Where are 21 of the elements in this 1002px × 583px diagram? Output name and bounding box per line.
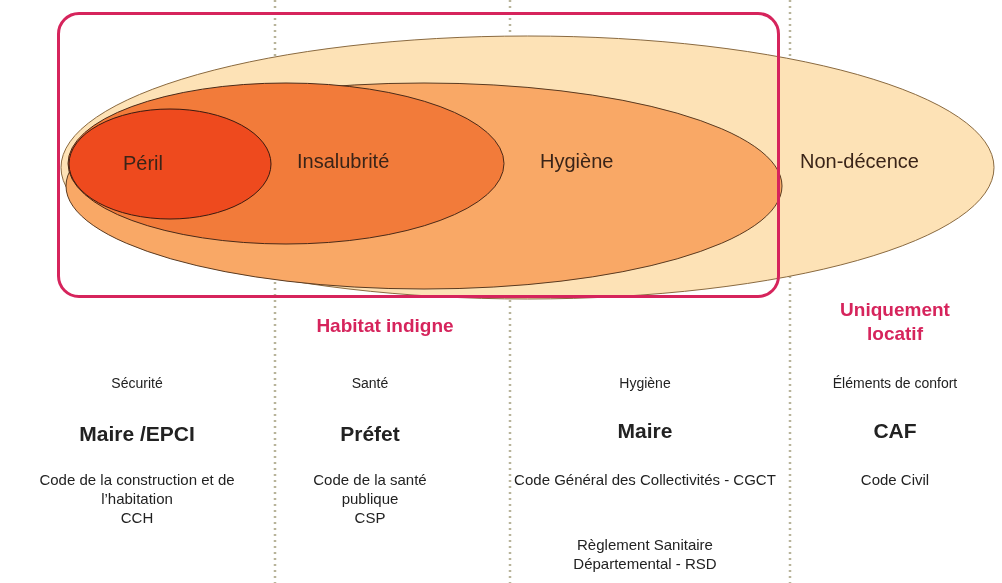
code-abbreviation: CSP	[353, 508, 387, 527]
authority-name: CAF	[872, 419, 918, 443]
authority-name: Maire /EPCI	[78, 422, 196, 446]
code-abbreviation: CCH	[119, 508, 155, 527]
legal-code: Code de la construction et de l’habitation	[38, 470, 236, 508]
region-label: Non-décence	[800, 150, 919, 173]
group-heading: Habitat indigne	[315, 314, 455, 338]
category-label: Éléments de confort	[831, 375, 959, 391]
legal-code: Code de la santé publique	[312, 470, 428, 508]
authority-name: Maire	[616, 419, 674, 443]
category-label: Santé	[350, 375, 390, 391]
region-caption: Uniquement locatif	[839, 298, 951, 346]
region-label: Péril	[123, 152, 163, 175]
region-label: Hygiène	[540, 150, 614, 173]
category-label: Sécurité	[110, 375, 164, 391]
legal-code: Code Général des Collectivités - CGCT	[513, 470, 777, 489]
legal-code: Code Civil	[859, 470, 931, 489]
legal-code: Règlement Sanitaire Départemental - RSD	[572, 535, 718, 573]
authority-name: Préfet	[339, 422, 401, 446]
category-label: Hygiène	[618, 375, 672, 391]
region-label: Insalubrité	[297, 150, 390, 173]
